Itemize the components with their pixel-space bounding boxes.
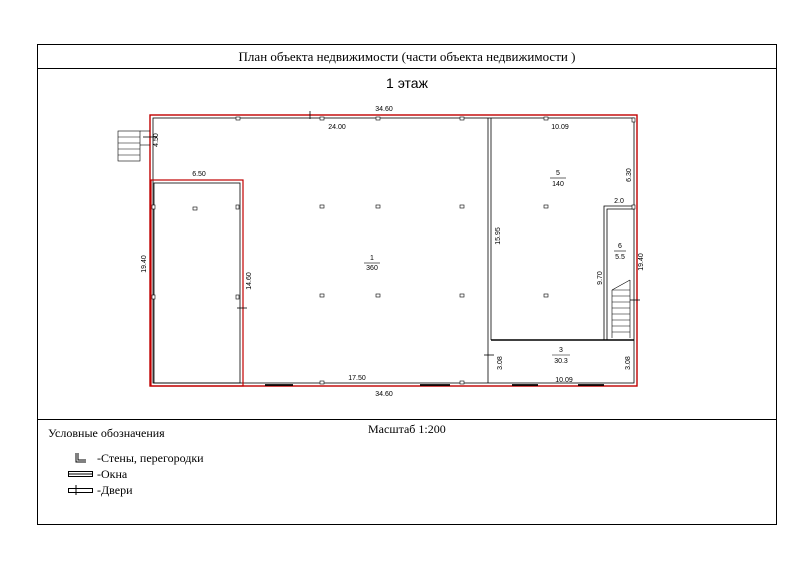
- columns: [151, 116, 636, 385]
- windows-icon: [68, 468, 94, 480]
- room6-wall-2: [606, 208, 634, 340]
- legend-item-doors: -Двери: [68, 482, 133, 497]
- left-room-red: [150, 179, 244, 387]
- room-6-area: 5.5: [615, 254, 625, 261]
- room-5-number: 5: [556, 170, 560, 177]
- dim-left-room-height: 14.60: [246, 272, 253, 290]
- doors: [143, 111, 640, 356]
- dim-right-height: 19.40: [638, 253, 645, 271]
- dim-room5-height: 6.30: [626, 168, 633, 182]
- dim-bottom-total: 34.60: [375, 391, 393, 398]
- legend-label-doors: -Двери: [97, 482, 133, 497]
- dim-top-right: 10.09: [551, 124, 569, 131]
- dim-bottom-mid: 17.50: [348, 375, 366, 382]
- room-label-lines: [364, 177, 626, 356]
- left-room-wall: [153, 182, 241, 384]
- exterior-stairs: [117, 130, 150, 162]
- room-6-number: 6: [618, 243, 622, 250]
- walls-icon: [68, 452, 94, 464]
- outer-wall-inner: [152, 117, 635, 384]
- room-5-area: 140: [552, 181, 564, 188]
- dim-room6-width: 2.0: [614, 198, 624, 205]
- dim-top-hall: 24.00: [328, 124, 346, 131]
- room6-wall: [603, 205, 634, 340]
- dim-left-room-width: 6.50: [192, 171, 206, 178]
- floor-label: 1 этаж: [386, 75, 428, 91]
- legend-title: Условные обозначения: [48, 426, 165, 440]
- dim-stair-offset: 4.50: [153, 133, 160, 147]
- scale-label: Масштаб 1:200: [368, 422, 446, 436]
- title-row: План объекта недвижимости (части объекта…: [38, 45, 776, 69]
- legend-item-windows: -Окна: [68, 466, 128, 481]
- room-1-area: 360: [366, 265, 378, 272]
- doors-icon: [68, 484, 94, 496]
- dim-room3-right: 3.08: [625, 356, 632, 370]
- legend-label-windows: -Окна: [97, 466, 128, 481]
- room-1-number: 1: [370, 255, 374, 262]
- legend-item-walls: -Стены, перегородки: [68, 450, 204, 465]
- dim-room3-left: 3.08: [497, 356, 504, 370]
- room-3-area: 30.3: [554, 358, 568, 365]
- plan-title: План объекта недвижимости (части объекта…: [238, 49, 576, 64]
- dim-partition-height: 15.95: [495, 227, 502, 245]
- dim-bottom-right: 10.09: [555, 377, 573, 384]
- dim-top-total: 34.60: [375, 106, 393, 113]
- dim-room6-height: 9.70: [597, 271, 604, 285]
- room6-stairs: [611, 279, 631, 338]
- legend-section: Условные обозначения Масштаб 1:200 -Стен…: [38, 419, 776, 525]
- outer-wall-red: [149, 114, 638, 387]
- room-3-number: 3: [559, 347, 563, 354]
- plan-sheet: План объекта недвижимости (части объекта…: [37, 44, 777, 525]
- legend-label-walls: -Стены, перегородки: [97, 450, 204, 465]
- dim-left-height: 19.40: [141, 255, 148, 273]
